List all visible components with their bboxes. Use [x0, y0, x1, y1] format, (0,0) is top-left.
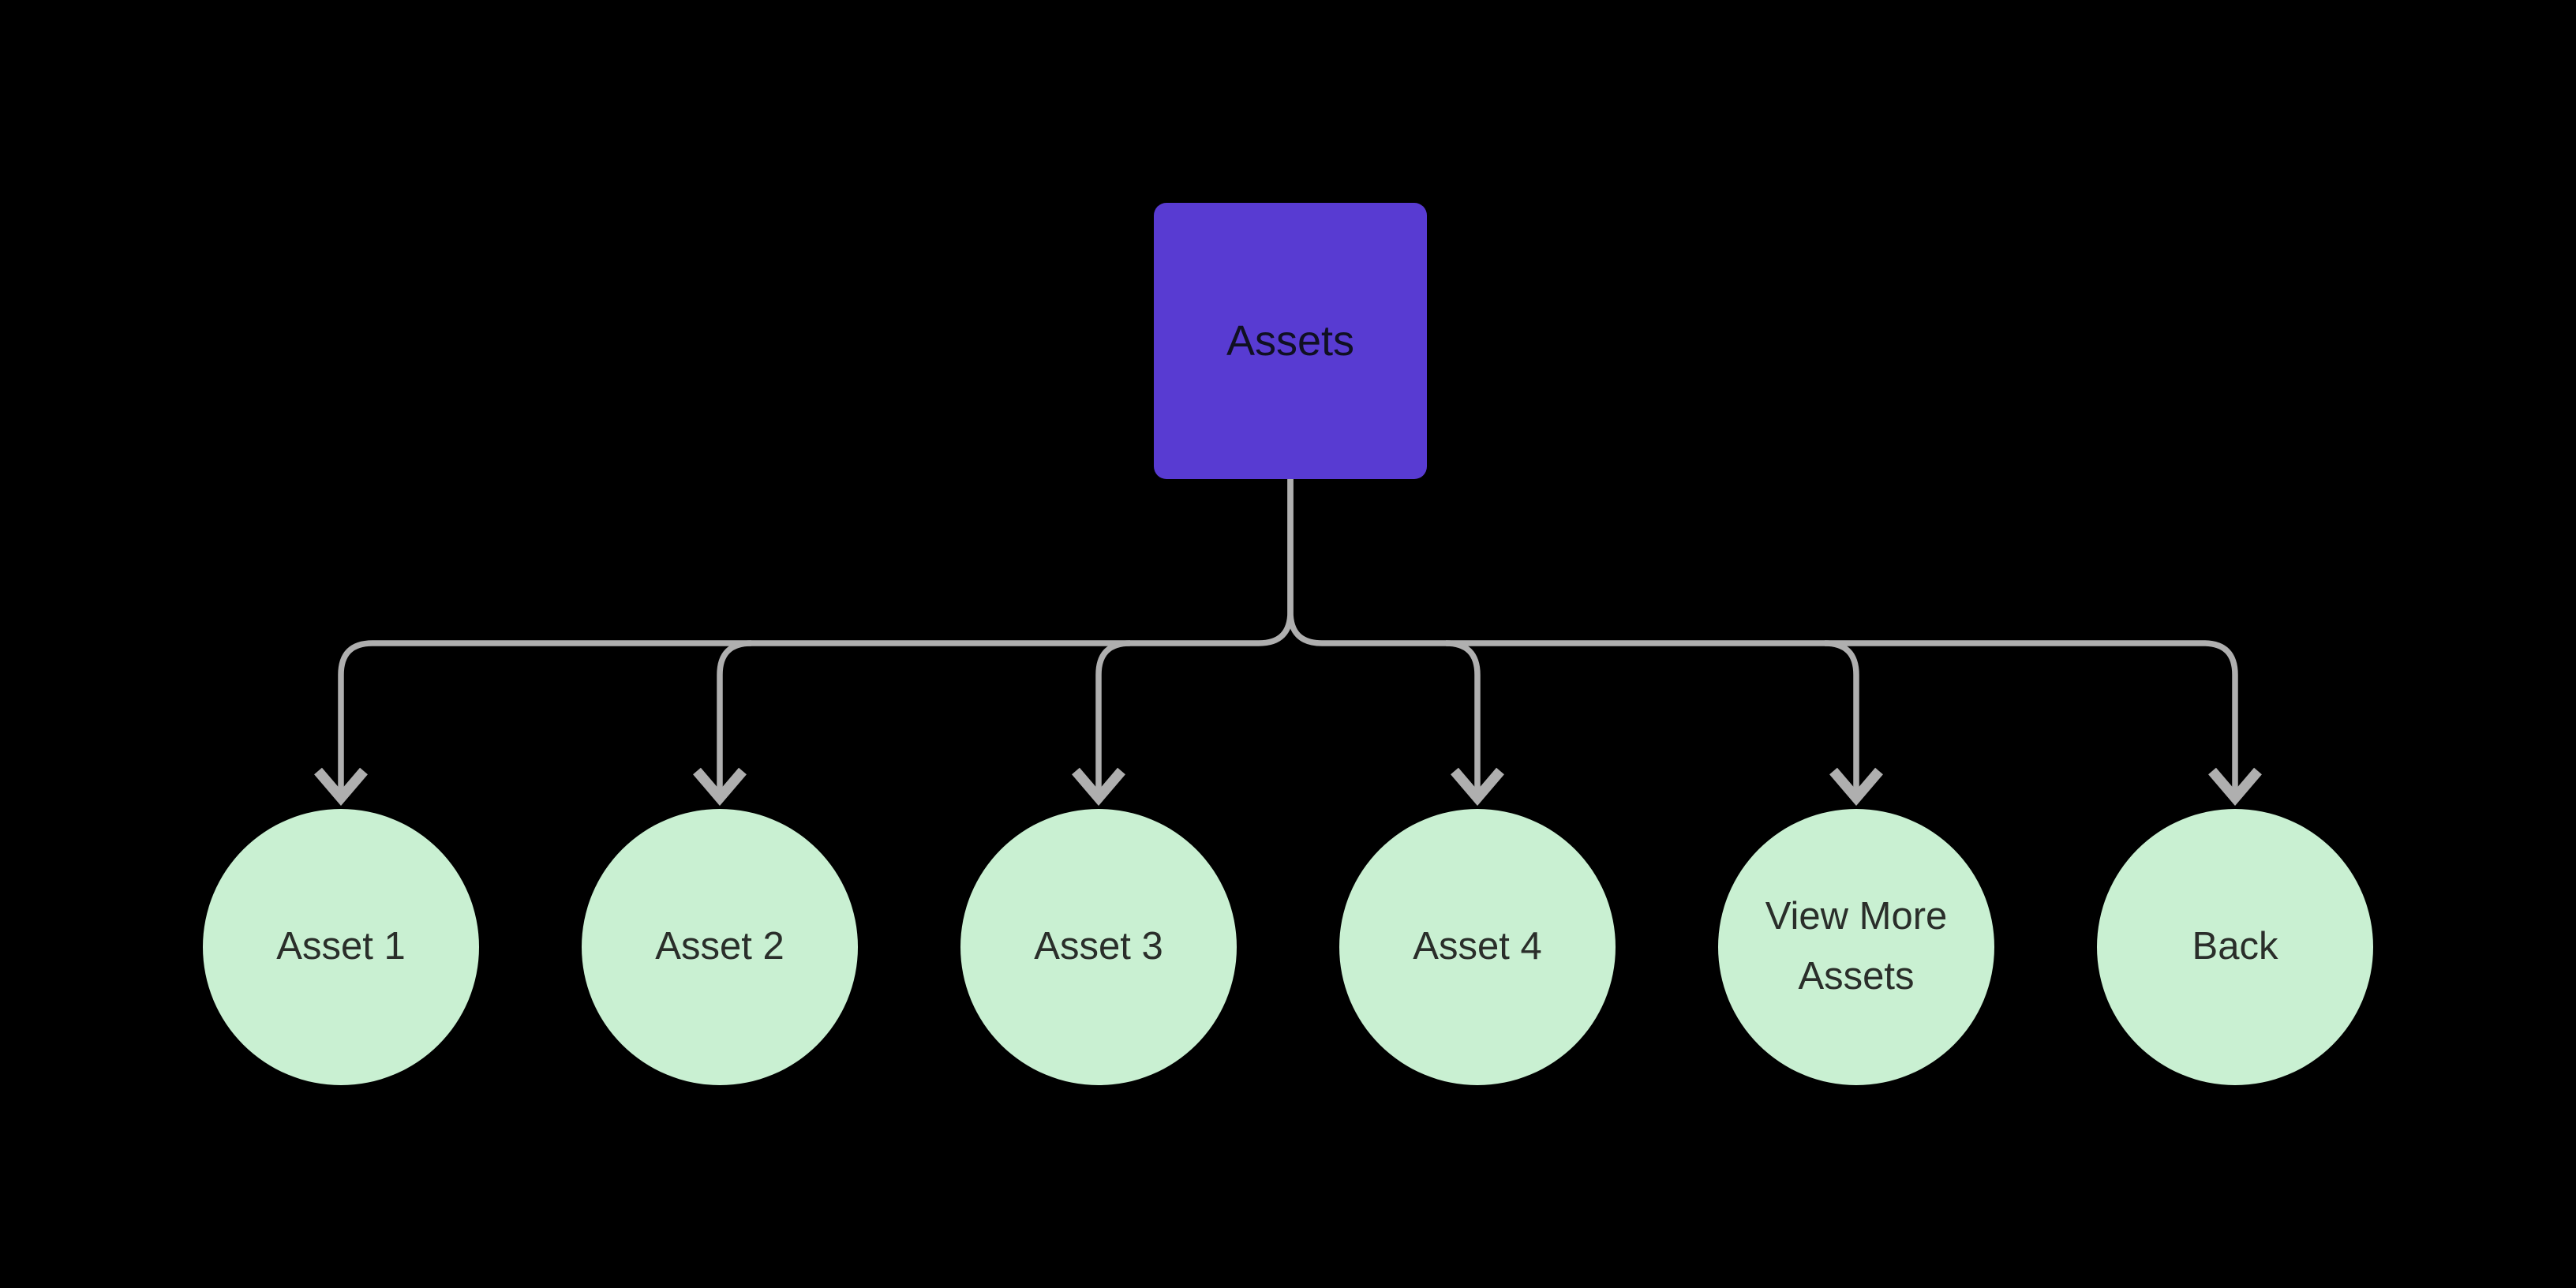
connector-branch-asset-3	[1095, 640, 1131, 792]
arrowhead-icon-asset-4	[1451, 767, 1504, 807]
arrowhead-icon-back	[2208, 767, 2262, 807]
arrowhead-icon-asset-1	[314, 767, 368, 807]
node-view-more-assets-label: View More Assets	[1765, 895, 1948, 998]
connector-branch-asset-2	[717, 640, 752, 792]
arrowhead-icon-view-more	[1829, 767, 1883, 807]
node-asset-3[interactable]: Asset 3	[960, 809, 1237, 1085]
node-asset-3-label: Asset 3	[1034, 925, 1163, 968]
node-asset-2[interactable]: Asset 2	[582, 809, 858, 1085]
connector-trunk-right-bus	[1287, 479, 2238, 792]
node-asset-4[interactable]: Asset 4	[1339, 809, 1616, 1085]
node-asset-1[interactable]: Asset 1	[203, 809, 479, 1085]
node-asset-1-label: Asset 1	[276, 925, 406, 968]
arrowhead-icon-asset-2	[693, 767, 747, 807]
connector-branch-view-more	[1824, 640, 1859, 792]
node-assets[interactable]: Assets	[1154, 203, 1427, 479]
node-back-label: Back	[2192, 925, 2278, 968]
node-asset-4-label: Asset 4	[1413, 925, 1542, 968]
connector-trunk-left-bus	[338, 479, 1294, 792]
connector-branch-asset-4	[1445, 640, 1481, 792]
node-back[interactable]: Back	[2097, 809, 2373, 1085]
node-asset-2-label: Asset 2	[655, 925, 784, 968]
node-view-more-assets[interactable]: View More Assets	[1718, 809, 1994, 1085]
node-assets-label: Assets	[1226, 316, 1355, 365]
arrowhead-icon-asset-3	[1072, 767, 1125, 807]
